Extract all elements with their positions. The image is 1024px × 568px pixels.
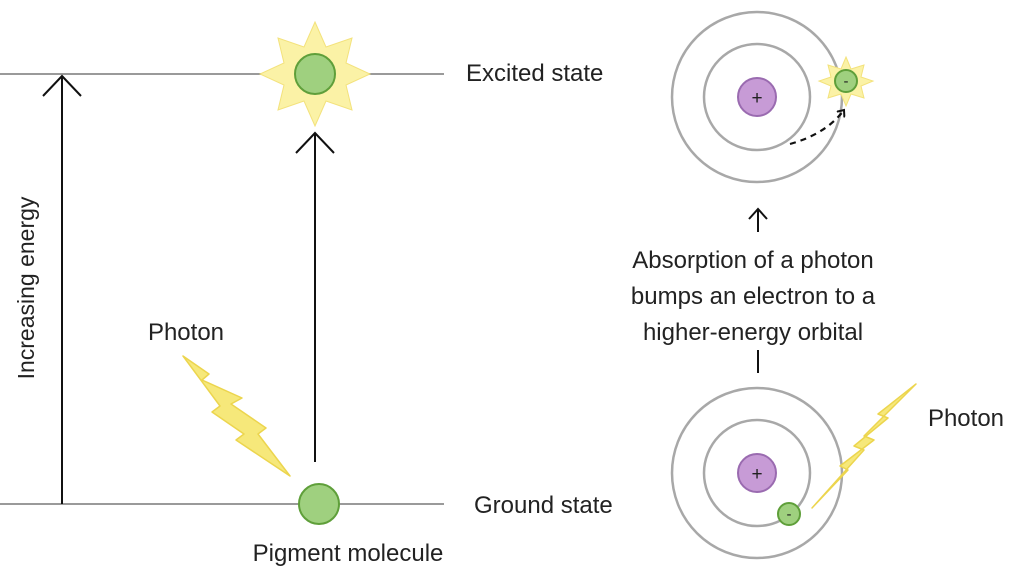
nucleus-sign: + xyxy=(751,464,762,485)
lightning-bolt-icon xyxy=(182,355,291,477)
lightning-bolt-icon xyxy=(811,383,917,509)
increasing-energy-arrow xyxy=(42,74,82,504)
inner-orbit xyxy=(702,418,812,528)
absorption-arrow xyxy=(748,207,768,373)
electron-jump-arrow xyxy=(789,110,844,146)
electron-sign: - xyxy=(787,506,792,523)
photon-label-right: Photon xyxy=(928,405,1004,432)
ground-state-label: Ground state xyxy=(474,492,613,519)
photon-label-left: Photon xyxy=(148,319,224,346)
excited-pigment-molecule xyxy=(294,53,336,95)
excited-electron xyxy=(834,69,858,93)
ground-electron xyxy=(777,502,801,526)
ground-atom: + - xyxy=(670,386,844,560)
excited-state-label: Excited state xyxy=(466,60,603,87)
inner-orbit xyxy=(702,42,812,152)
excited-atom: + - xyxy=(670,10,875,184)
nucleus xyxy=(737,77,777,117)
electron-sign: - xyxy=(844,73,849,90)
absorption-text-line2: bumps an electron to a xyxy=(631,283,876,310)
increasing-energy-label: Increasing energy xyxy=(13,196,39,379)
nucleus xyxy=(737,453,777,493)
ground-pigment-molecule xyxy=(298,483,340,525)
absorption-text-line1: Absorption of a photon xyxy=(632,247,874,274)
excitation-arrow xyxy=(295,131,335,462)
outer-orbit xyxy=(670,386,844,560)
absorption-text-line3: higher-energy orbital xyxy=(643,319,863,346)
nucleus-sign: + xyxy=(751,88,762,109)
pigment-molecule-label: Pigment molecule xyxy=(253,540,444,567)
